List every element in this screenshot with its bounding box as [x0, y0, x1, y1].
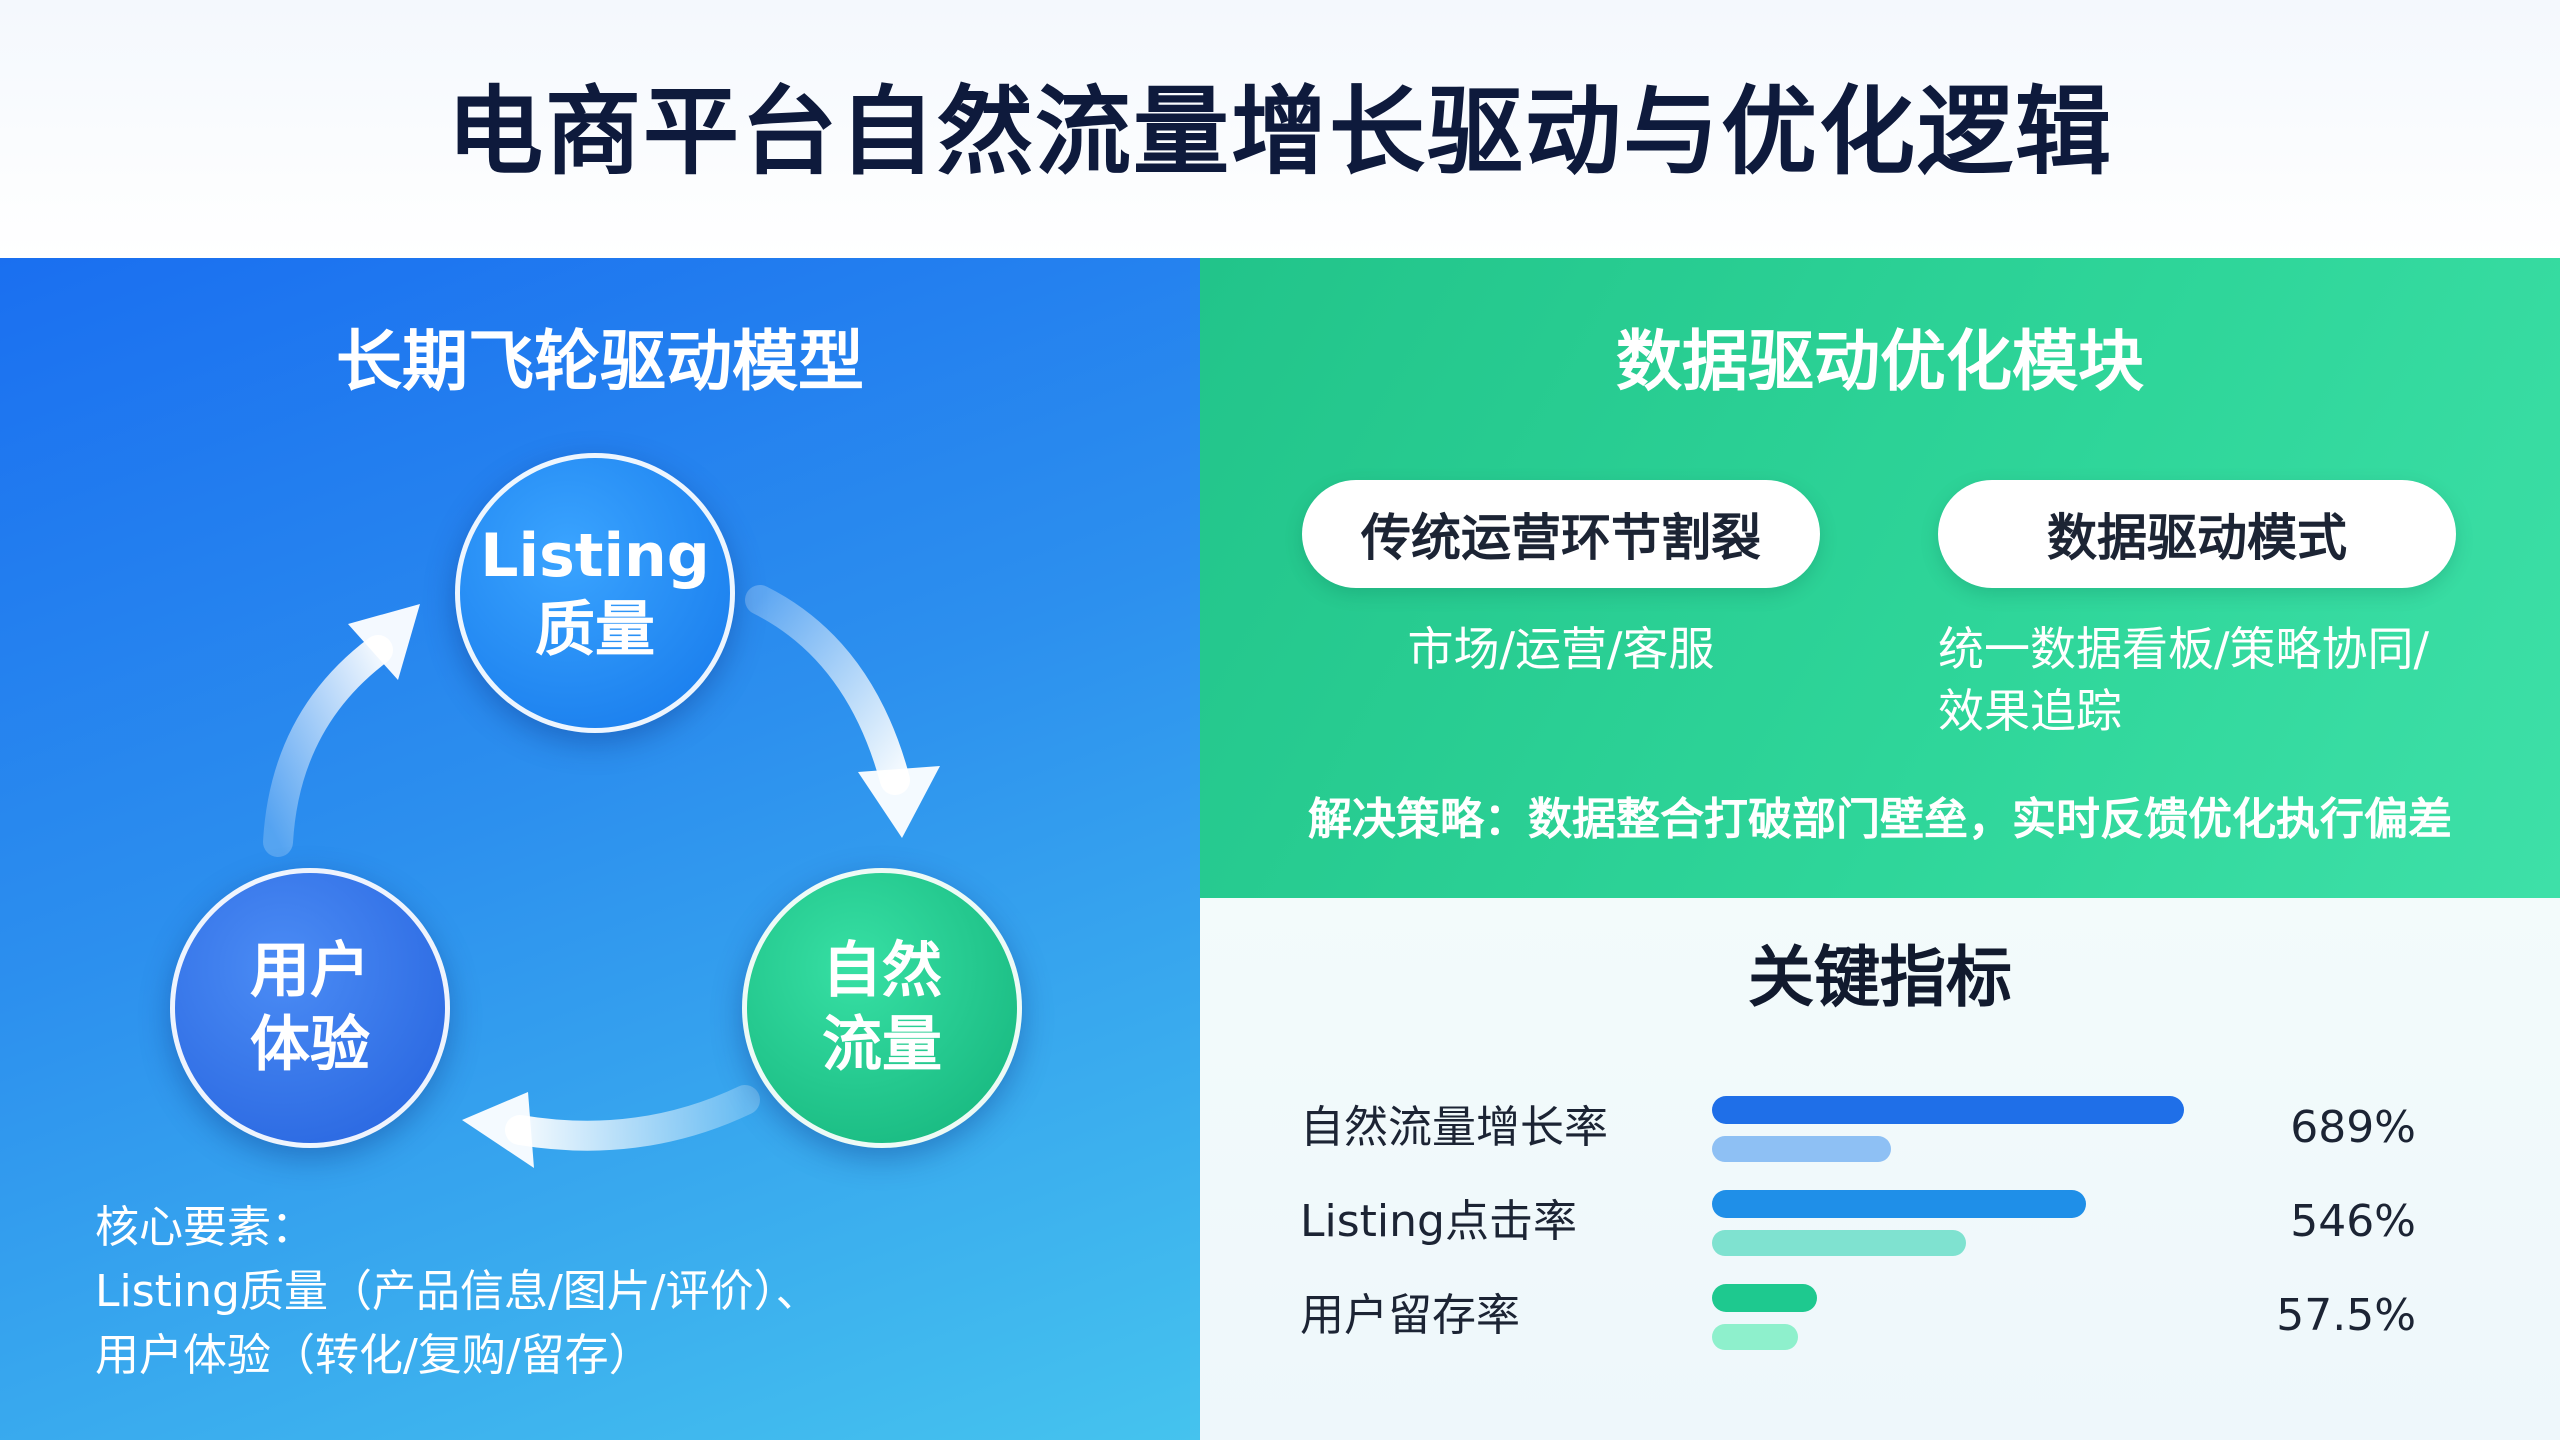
- arrow-user-to-listing: [263, 635, 393, 857]
- pill-data-driven: 数据驱动模式: [1938, 480, 2456, 588]
- node-user-line2: 体验: [250, 1010, 370, 1080]
- metric-label: 自然流量增长率: [1300, 1102, 1608, 1153]
- metric-value: 546%: [2290, 1196, 2416, 1247]
- metrics-panel: [1200, 898, 2560, 1440]
- metric-bar-secondary: [1712, 1230, 1967, 1256]
- node-user-line1: 用户: [250, 936, 370, 1006]
- flywheel-arrows: [263, 585, 940, 1168]
- arrow-head-natural: [858, 766, 940, 838]
- data-driven-title: 数据驱动优化模块: [1616, 323, 2144, 400]
- node-listing-line1: Listing: [480, 521, 710, 591]
- core-line2: 用户体验（转化/复购/留存）: [95, 1330, 653, 1381]
- page-title: 电商平台自然流量增长驱动与优化逻辑: [447, 76, 2113, 188]
- node-natural-line1: 自然: [822, 936, 942, 1006]
- data-driven-detail-line1: 统一数据看板/策略协同/: [1938, 622, 2429, 676]
- node-natural-line2: 流量: [822, 1010, 942, 1080]
- metric-value: 57.5%: [2276, 1290, 2416, 1341]
- metric-bar-primary: [1712, 1190, 2087, 1218]
- node-listing-quality: Listing 质量: [455, 453, 735, 733]
- traditional-detail: 市场/运营/客服: [1407, 622, 1715, 676]
- metric-bar-secondary: [1712, 1136, 1892, 1162]
- metric-bar-secondary: [1712, 1324, 1799, 1350]
- metric-value: 689%: [2290, 1102, 2416, 1153]
- core-heading: 核心要素：: [95, 1202, 315, 1253]
- metric-label: Listing点击率: [1300, 1196, 1577, 1247]
- pill-traditional-label: 传统运营环节割裂: [1361, 509, 1761, 567]
- pill-data-driven-label: 数据驱动模式: [2047, 509, 2347, 567]
- core-line1: Listing质量（产品信息/图片/评价）、: [95, 1266, 820, 1317]
- core-elements: 核心要素： Listing质量（产品信息/图片/评价）、 用户体验（转化/复购/…: [95, 1196, 820, 1388]
- arrow-head-listing: [348, 604, 420, 680]
- arrow-listing-to-natural: [745, 585, 910, 795]
- strategy-text: 解决策略：数据整合打破部门壁垒，实时反馈优化执行偏差: [1308, 794, 2452, 845]
- node-listing-line2: 质量: [535, 595, 655, 665]
- pill-traditional: 传统运营环节割裂: [1302, 480, 1820, 588]
- metric-bar-primary: [1712, 1096, 2184, 1124]
- data-driven-detail-line2: 效果追踪: [1938, 684, 2122, 738]
- metrics-title: 关键指标: [1748, 939, 2012, 1016]
- metric-label: 用户留存率: [1300, 1290, 1520, 1341]
- metric-bar-primary: [1712, 1284, 1817, 1312]
- arrow-head-user: [462, 1092, 534, 1168]
- node-natural-traffic: 自然 流量: [742, 868, 1022, 1148]
- data-driven-detail: 统一数据看板/策略协同/ 效果追踪: [1938, 618, 2458, 742]
- flywheel-title: 长期飞轮驱动模型: [336, 323, 864, 400]
- header: 电商平台自然流量增长驱动与优化逻辑: [0, 0, 2560, 258]
- arrow-natural-to-user: [505, 1085, 760, 1151]
- node-user-experience: 用户 体验: [170, 868, 450, 1148]
